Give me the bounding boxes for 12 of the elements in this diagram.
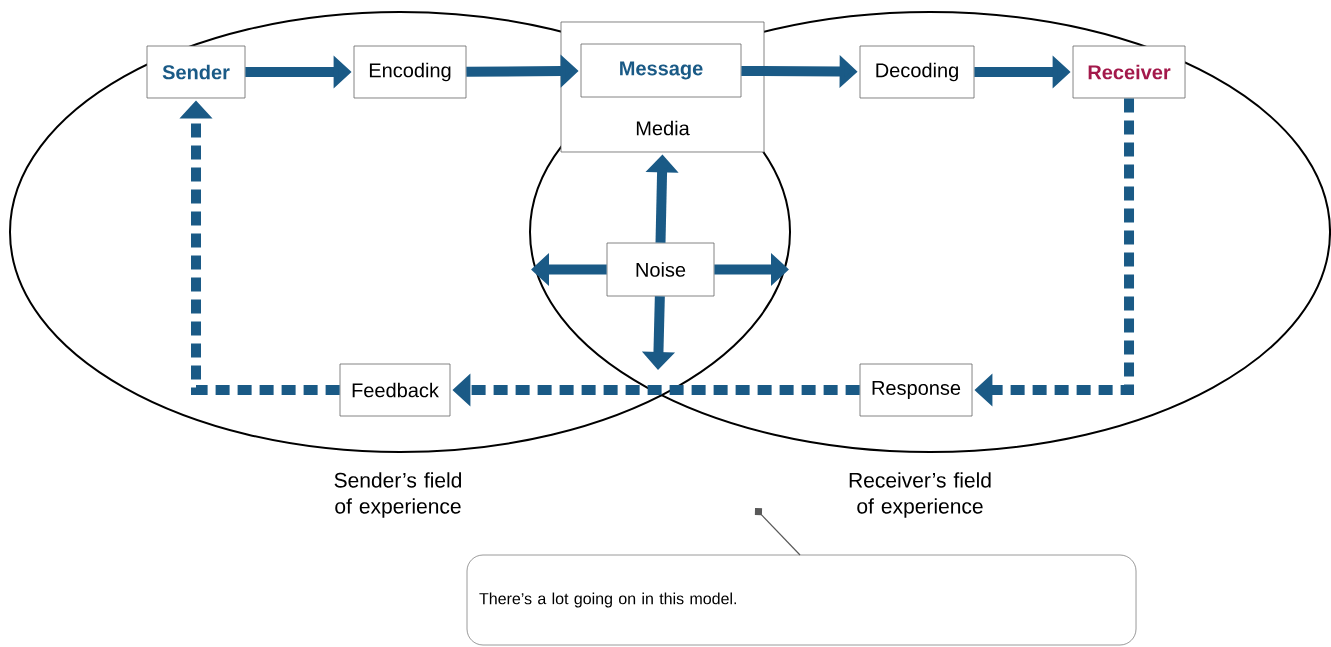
process-box: Response	[859, 363, 973, 417]
process-box: Receiver	[1072, 45, 1186, 99]
process-box: Noise	[606, 242, 715, 297]
process-box: Encoding	[353, 45, 467, 99]
field-label: Receiver’s field of experience	[849, 472, 991, 518]
leader-line	[754, 508, 801, 556]
note-box: There’s a lot going on in this model.	[466, 554, 1137, 646]
field-label: Sender’s field of experience	[334, 472, 461, 518]
process-box: Feedback	[339, 363, 451, 417]
process-box: Sender	[146, 45, 246, 99]
process-box: Message	[580, 43, 742, 98]
process-box: Decoding	[859, 45, 975, 99]
